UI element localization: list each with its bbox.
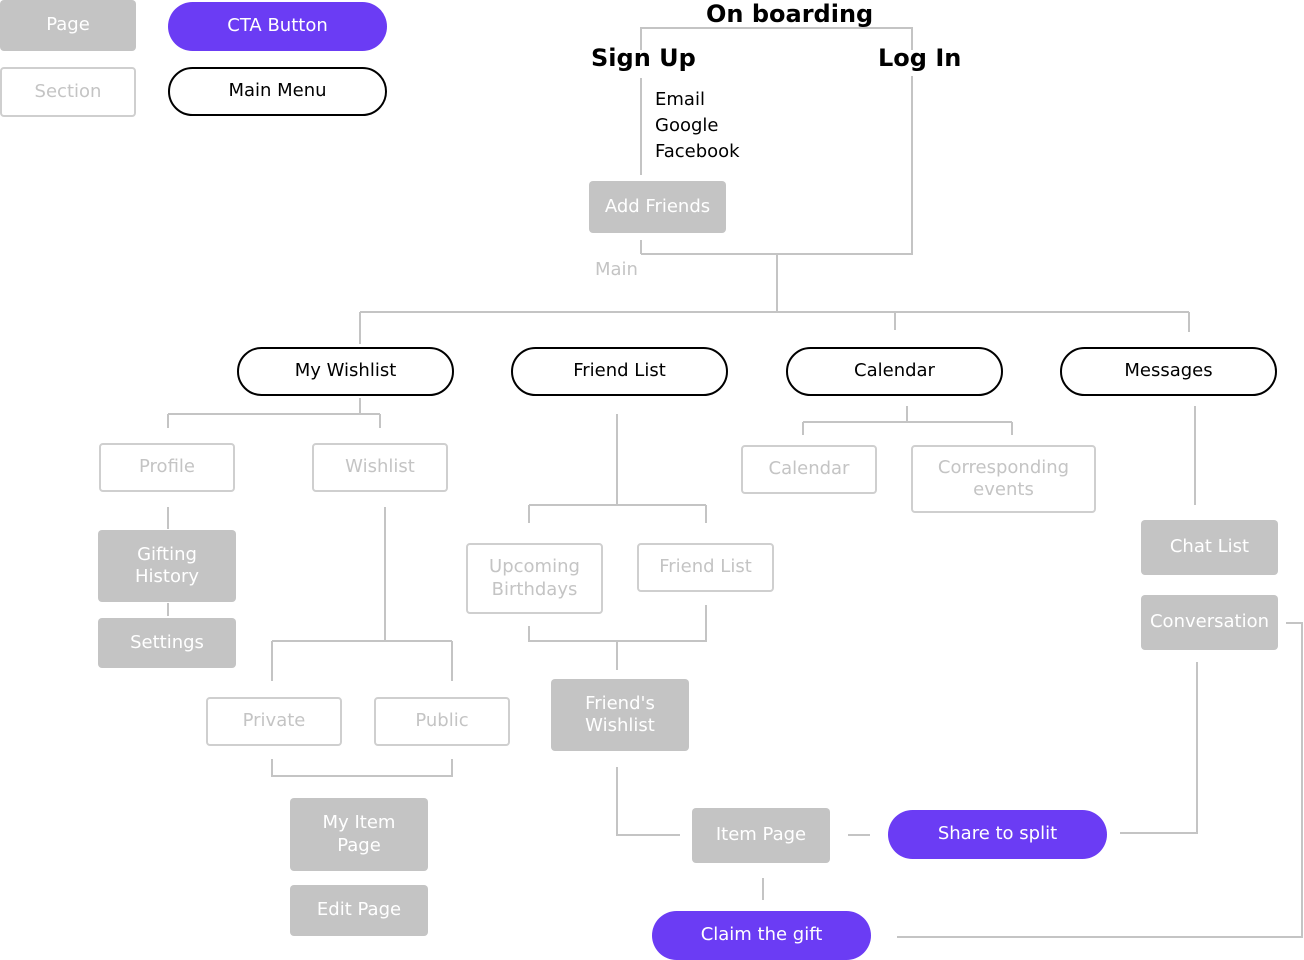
page-item-page: Item Page <box>692 808 830 863</box>
legend-main-menu: Main Menu <box>168 67 387 116</box>
section-private-label: Private <box>242 710 306 732</box>
page-my-item-page-label: My Item Page <box>322 812 396 856</box>
onboarding-title: On boarding <box>706 0 874 28</box>
legend-page-label: Page <box>46 14 90 36</box>
page-chat-list-label: Chat List <box>1169 536 1250 558</box>
page-settings-label: Settings <box>130 631 204 653</box>
section-profile: Profile <box>99 443 235 492</box>
connector-calendar-split <box>802 406 1013 435</box>
signup-heading: Sign Up <box>591 44 696 72</box>
section-upcoming-birthdays-label: Upcoming Birthdays <box>489 556 580 600</box>
connector-wishlist-down <box>271 507 453 681</box>
page-gifting-history: Gifting History <box>98 530 236 602</box>
section-profile-label: Profile <box>139 456 195 478</box>
login-heading: Log In <box>878 44 962 72</box>
page-conversation-label: Conversation <box>1149 611 1269 633</box>
connector-onboarding <box>640 27 913 50</box>
legend-cta-button: CTA Button <box>168 2 387 51</box>
page-edit-page-label: Edit Page <box>316 899 402 921</box>
page-my-item-page: My Item Page <box>290 798 428 871</box>
page-chat-list: Chat List <box>1141 520 1278 575</box>
section-public: Public <box>374 697 510 746</box>
add-friends-label: Add Friends <box>604 195 711 217</box>
legend-section-label: Section <box>34 80 102 102</box>
signup-option-email: Email <box>655 89 705 110</box>
add-friends-page: Add Friends <box>589 181 726 233</box>
cta-claim-the-gift: Claim the gift <box>652 911 871 960</box>
legend-main-menu-label: Main Menu <box>228 80 327 102</box>
menu-my-wishlist-label: My Wishlist <box>294 360 397 382</box>
signup-option-facebook: Facebook <box>655 141 740 162</box>
section-calendar: Calendar <box>741 445 877 494</box>
section-friend-list: Friend List <box>637 543 774 592</box>
cta-share-to-split-label: Share to split <box>937 823 1058 845</box>
connector-friends-join <box>528 605 707 670</box>
menu-messages-label: Messages <box>1124 360 1213 382</box>
menu-calendar: Calendar <box>786 347 1003 396</box>
cta-share-to-split: Share to split <box>888 810 1107 859</box>
page-friends-wishlist: Friend's Wishlist <box>551 679 689 751</box>
page-item-page-label: Item Page <box>715 824 807 846</box>
page-conversation: Conversation <box>1141 595 1278 650</box>
section-friend-list-label: Friend List <box>659 556 752 578</box>
legend-page: Page <box>0 0 136 51</box>
section-wishlist-label: Wishlist <box>345 456 415 478</box>
menu-friend-list-label: Friend List <box>573 360 666 382</box>
legend-cta-label: CTA Button <box>227 15 328 37</box>
page-friends-wishlist-label: Friend's Wishlist <box>585 692 655 737</box>
connector-private-public-join <box>271 759 453 777</box>
signup-option-google: Google <box>655 115 719 136</box>
section-corresponding-events-label: Corresponding events <box>937 456 1070 501</box>
connector-fwishlist-item <box>616 767 680 836</box>
legend-section: Section <box>0 67 136 117</box>
connector-conversation-share <box>1120 662 1198 834</box>
connector-friendlist-down <box>528 414 707 523</box>
section-wishlist: Wishlist <box>312 443 448 492</box>
page-edit-page: Edit Page <box>290 885 428 936</box>
main-label: Main <box>595 259 638 280</box>
section-public-label: Public <box>415 710 469 732</box>
connector-login-main <box>641 76 913 255</box>
cta-claim-the-gift-label: Claim the gift <box>700 924 823 946</box>
menu-calendar-label: Calendar <box>854 360 935 382</box>
section-upcoming-birthdays: Upcoming Birthdays <box>466 543 603 614</box>
menu-messages: Messages <box>1060 347 1277 396</box>
section-calendar-label: Calendar <box>768 458 850 480</box>
page-gifting-history-label: Gifting History <box>134 543 200 588</box>
section-corresponding-events: Corresponding events <box>911 445 1096 513</box>
connector-wishlist-split <box>167 398 381 428</box>
connector-conversation-claim <box>897 622 1303 938</box>
menu-friend-list: Friend List <box>511 347 728 396</box>
section-private: Private <box>206 697 342 746</box>
menu-my-wishlist: My Wishlist <box>237 347 454 396</box>
page-settings: Settings <box>98 618 236 668</box>
